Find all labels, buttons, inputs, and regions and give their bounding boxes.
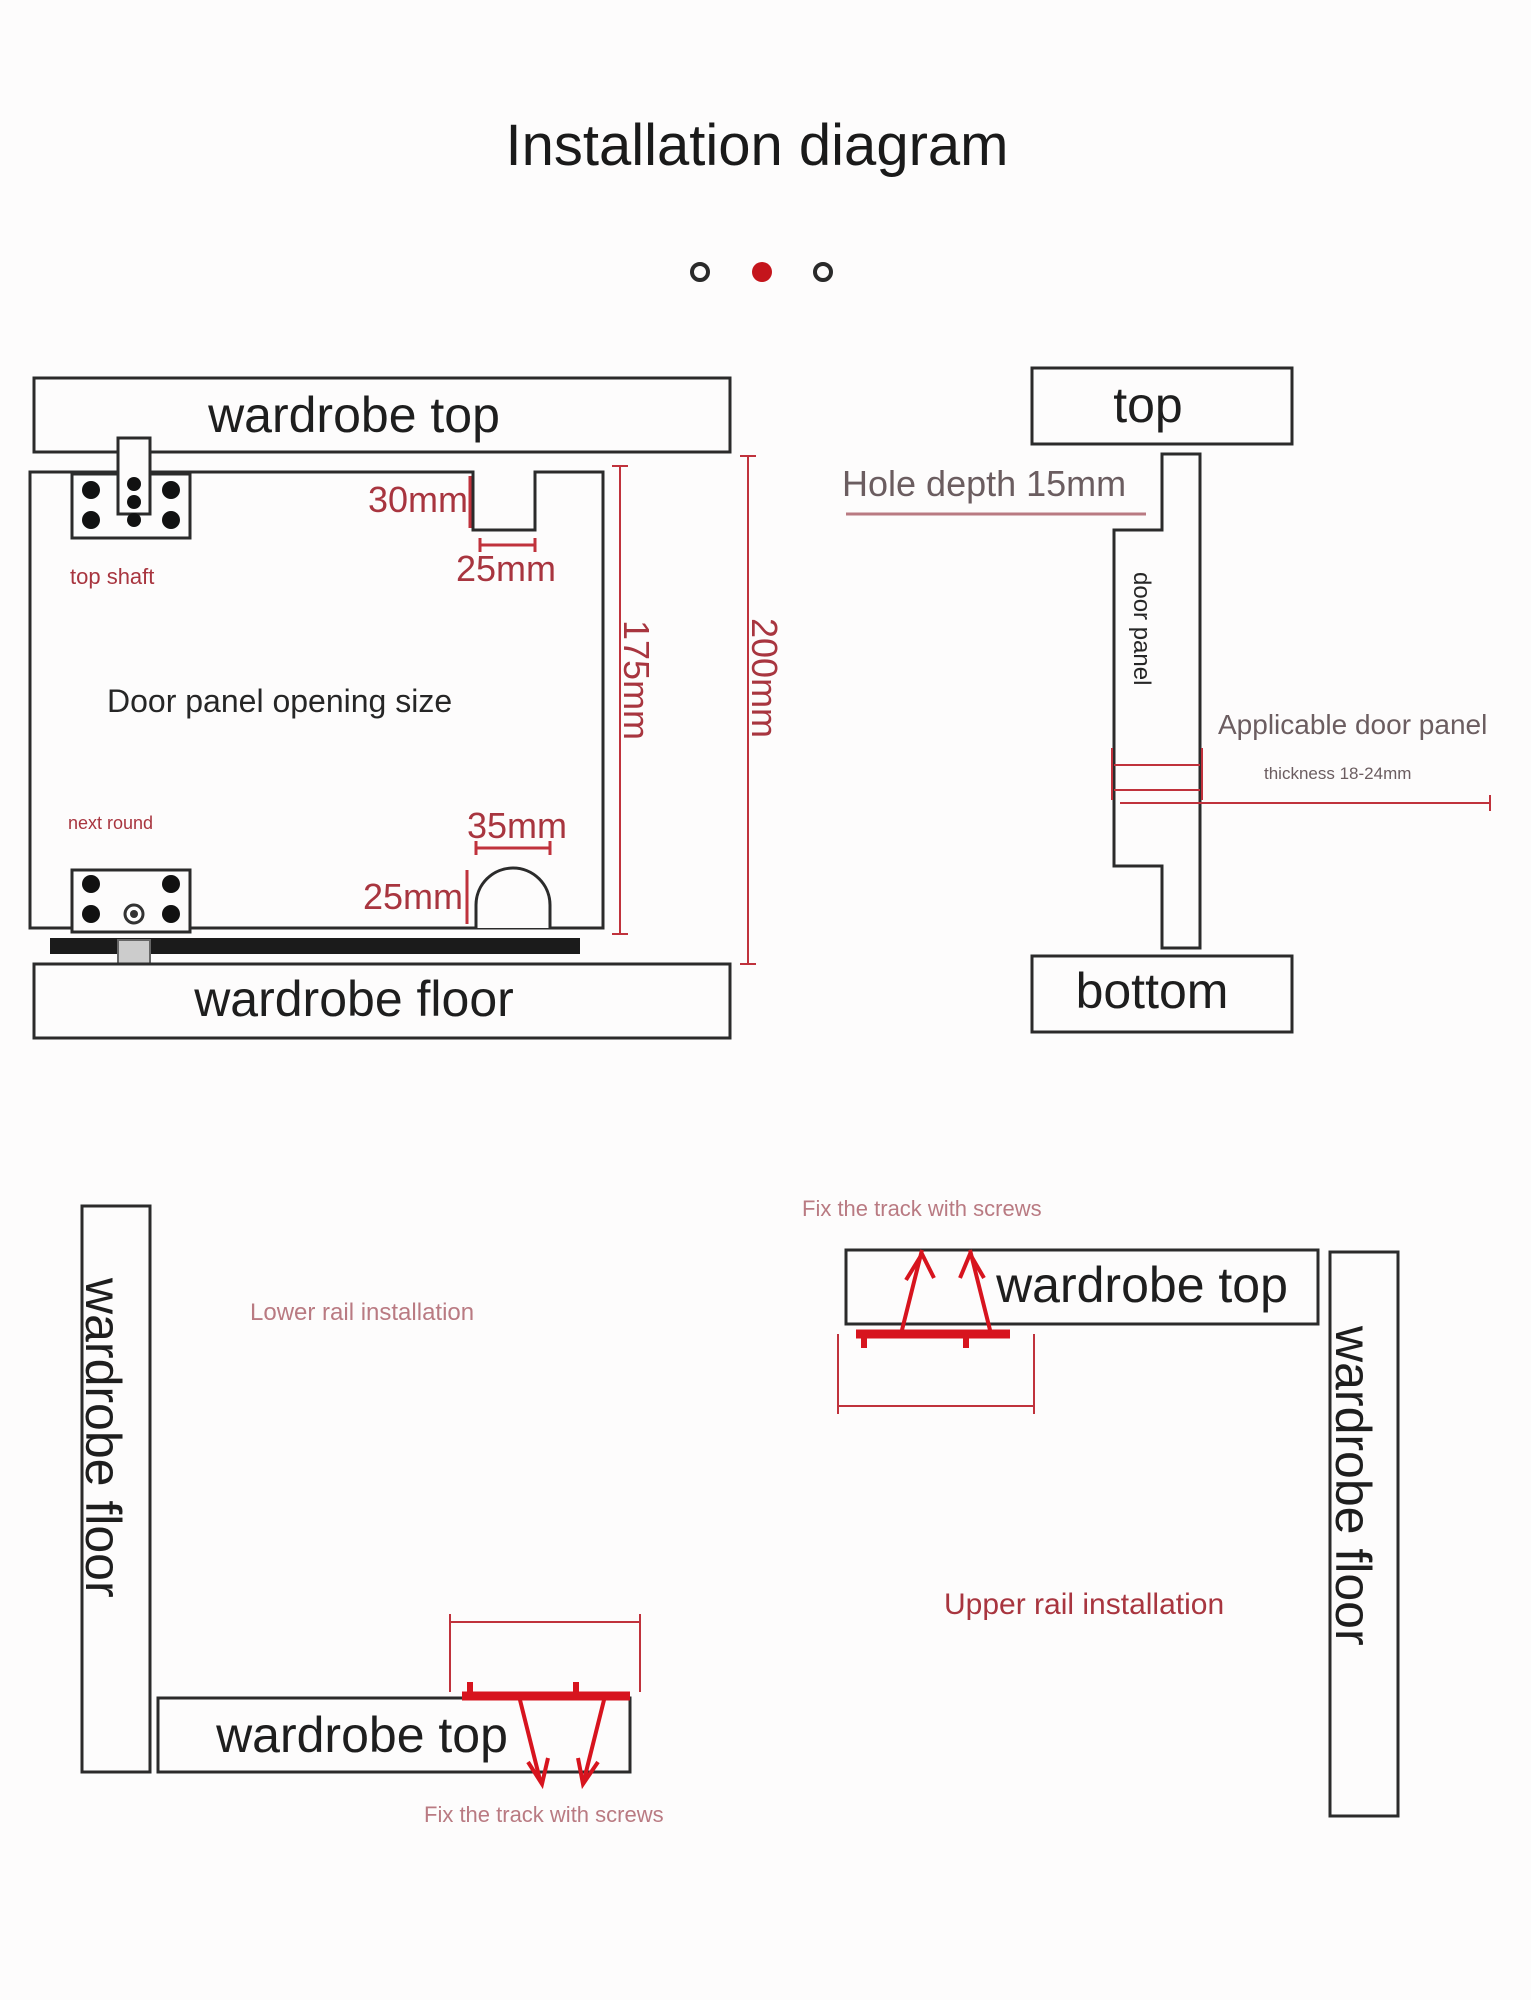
applicable-door-panel-label: Applicable door panel (1218, 709, 1487, 740)
bottom-wheel-hardware (70, 868, 192, 934)
lower-wardrobe-top-board (156, 1696, 632, 1774)
top-label: top (1113, 377, 1183, 433)
wardrobe-floor-label: wardrobe floor (193, 971, 514, 1027)
bottom-label: bottom (1076, 963, 1229, 1019)
lower-rail-diagram (80, 1204, 632, 1774)
opening-size-label: Door panel opening size (107, 683, 452, 719)
page-title: Installation diagram (506, 113, 1009, 178)
upper-wardrobe-floor-board (1328, 1250, 1400, 1818)
upper-fix-note: Fix the track with screws (802, 1196, 1042, 1221)
thickness-label: thickness 18-24mm (1264, 764, 1411, 783)
dim-25mm-bottom: 25mm (363, 876, 463, 917)
door-panel-diagram (28, 376, 732, 1040)
lower-rail-track (462, 1682, 630, 1790)
upper-rail-diagram (844, 1248, 1400, 1818)
door-panel-diagram-dims (465, 455, 756, 965)
wardrobe-floor-board (32, 962, 732, 1040)
lower-wardrobe-floor-board (80, 1204, 152, 1774)
dim-200mm: 200mm (744, 618, 785, 738)
dim-175mm: 175mm (616, 620, 657, 740)
pager-dot-2-active[interactable] (752, 262, 772, 282)
lower-wardrobe-top-label: wardrobe top (215, 1707, 508, 1763)
pager-dot-1[interactable] (690, 262, 710, 282)
dim-35mm: 35mm (467, 805, 567, 846)
door-panel-outline (28, 470, 605, 930)
top-shaft-label: top shaft (70, 564, 154, 589)
upper-rail-track (856, 1249, 1010, 1348)
dim-30mm: 30mm (368, 479, 468, 520)
next-round-label: next round (68, 813, 153, 833)
door-panel-section (1112, 452, 1202, 950)
lower-fix-note: Fix the track with screws (424, 1802, 664, 1827)
upper-rail-dims (837, 1334, 1035, 1414)
lower-wardrobe-floor-label: wardrobe floor (75, 1277, 131, 1598)
hole-depth-label: Hole depth 15mm (842, 463, 1126, 504)
bottom-block (1030, 954, 1294, 1034)
pager-dot-3[interactable] (813, 262, 833, 282)
wardrobe-top-label: wardrobe top (207, 387, 500, 443)
door-panel-label: door panel (1128, 572, 1155, 685)
upper-rail-title: Upper rail installation (944, 1588, 1224, 1621)
top-block (1030, 366, 1294, 446)
upper-wardrobe-floor-label: wardrobe floor (1325, 1325, 1381, 1646)
dim-25mm-top: 25mm (456, 548, 556, 589)
bottom-rail (50, 938, 580, 954)
top-shaft-hardware (70, 436, 192, 540)
lower-rail-title: Lower rail installation (250, 1299, 474, 1326)
pager-dots (690, 262, 833, 282)
lower-rail-dims (449, 1614, 641, 1692)
bottom-notch (474, 866, 552, 928)
side-section-diagram (1030, 366, 1294, 1034)
upper-wardrobe-top-label: wardrobe top (995, 1257, 1288, 1313)
side-section-dims (846, 512, 1491, 811)
